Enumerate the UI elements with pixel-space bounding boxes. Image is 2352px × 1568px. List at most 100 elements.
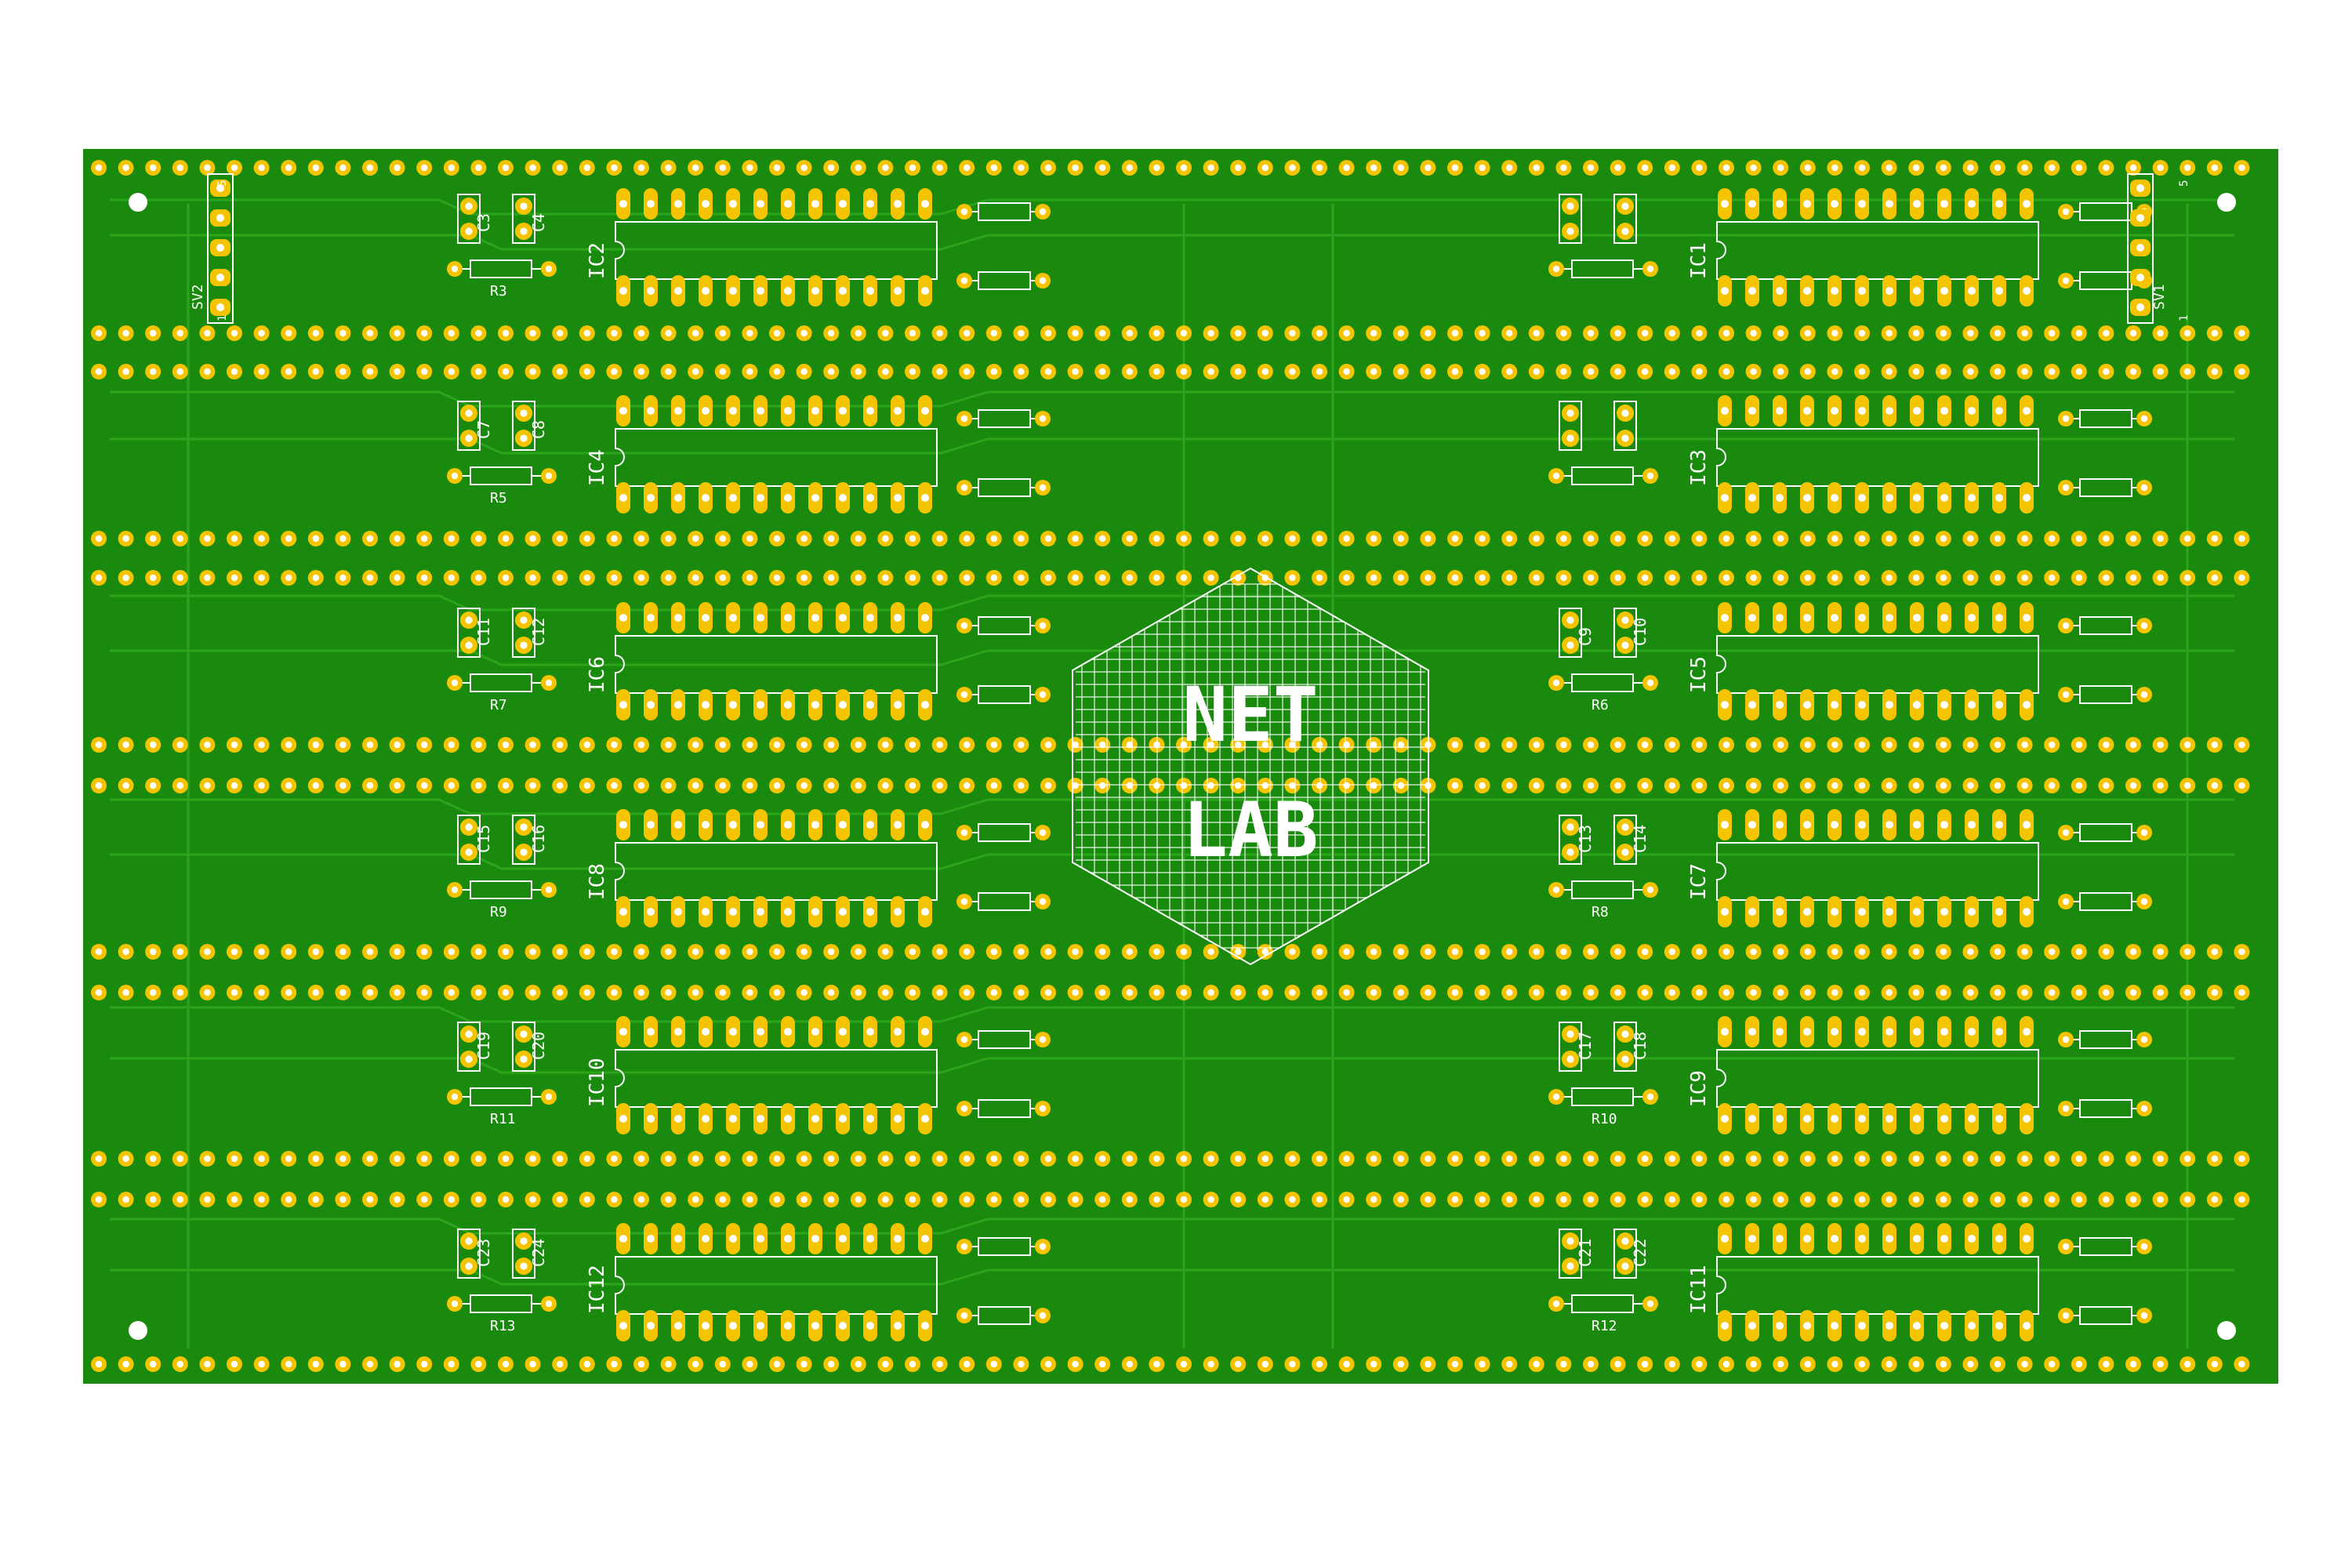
mounting-hole [2217, 1321, 2236, 1340]
ic-pin-pad [2020, 1223, 2034, 1254]
resistor-pad [2058, 1032, 2074, 1047]
pad-hole [1126, 989, 1134, 996]
pad-hole [312, 782, 319, 789]
header-pad [199, 364, 216, 379]
pad-hole [1552, 265, 1560, 273]
pad-hole [1397, 1196, 1405, 1203]
pad-hole [95, 164, 103, 172]
pad-hole [1967, 1155, 1974, 1163]
header-pad [1366, 985, 1382, 1000]
pad-hole [1967, 782, 1974, 789]
header-pad [660, 325, 677, 341]
pin-pad-hole [702, 1028, 710, 1036]
header-pad [769, 778, 785, 793]
header-pad [389, 325, 405, 341]
pad-hole [1343, 782, 1350, 789]
pad-hole [828, 989, 835, 996]
header-pad [1773, 1192, 1789, 1207]
header-pad [660, 944, 677, 960]
header-pad [2206, 1151, 2223, 1167]
pad-hole [258, 989, 265, 996]
pad-hole [1289, 164, 1296, 172]
axial-resistor [2058, 478, 2152, 497]
header-pad [362, 531, 378, 546]
capacitor: C19 [457, 1022, 493, 1072]
ic-pin-pad [891, 1310, 905, 1341]
header-pad [307, 325, 324, 341]
header-pad [2152, 1192, 2169, 1207]
pad-hole [990, 164, 998, 172]
ic-pin-pad [1992, 1016, 2006, 1047]
ic-ref-label: IC11 [1687, 1265, 1711, 1314]
pad-hole [448, 1360, 455, 1368]
pad-hole [2021, 1196, 2028, 1203]
pad-hole [1750, 574, 1757, 582]
resistor-body [470, 1087, 532, 1106]
resistor-pad [1035, 687, 1051, 702]
pad-hole [1370, 574, 1377, 582]
pin-pad-hole [1858, 1028, 1866, 1036]
pin-pad-hole [674, 494, 682, 502]
pin-pad-hole [1748, 908, 1756, 916]
pad-hole [1940, 164, 1947, 172]
header-pad [931, 985, 948, 1000]
capacitor-outline [1559, 608, 1582, 658]
pad-hole [545, 265, 553, 273]
header-pad [2152, 778, 2169, 793]
pad-hole [1533, 164, 1541, 172]
pad-hole [1018, 989, 1025, 996]
pad-hole [1777, 948, 1784, 956]
pad-hole [800, 574, 808, 582]
ic-pin-pad [1773, 1310, 1787, 1341]
ic-pin-pad [781, 188, 795, 220]
header-pad [1176, 985, 1192, 1000]
pad-hole [394, 1155, 401, 1163]
header-pad [1990, 364, 2005, 379]
header-pad [742, 570, 758, 586]
header-pad [1962, 944, 1979, 960]
pin-pad-hole [1968, 1028, 1976, 1036]
header-pad [1149, 1151, 1165, 1167]
header-pad [1719, 985, 1734, 1000]
pad-hole [1343, 1155, 1350, 1163]
ic-pin-pad [781, 896, 795, 927]
pad-hole [1560, 782, 1567, 789]
pad-hole [1614, 1360, 1621, 1368]
pad-hole [1451, 535, 1459, 543]
header-pad [2152, 364, 2169, 379]
ic-pin-pad [699, 395, 713, 426]
pad-hole [1560, 574, 1567, 582]
pad-hole [936, 741, 943, 749]
header-pad [1121, 1192, 1138, 1207]
pad-hole [960, 829, 968, 837]
pad-hole [1552, 1093, 1560, 1101]
header-pad [1474, 1151, 1490, 1167]
header-pad [1962, 160, 1979, 176]
pad-hole [394, 989, 401, 996]
header-pad [1935, 570, 1951, 586]
header-pad [2071, 737, 2087, 753]
pin-pad-hole [1995, 1235, 2003, 1243]
pad-hole [1039, 484, 1047, 492]
pad-hole [665, 948, 672, 956]
pin-pad-hole [1803, 407, 1811, 415]
pad-hole [258, 368, 265, 376]
pin-pad-hole [921, 908, 929, 916]
ic-outline [1716, 842, 2039, 901]
ic-pin-pad [1718, 1310, 1732, 1341]
pad-hole [1696, 1196, 1703, 1203]
header-pad [1257, 1192, 1273, 1207]
header-pad [688, 160, 704, 176]
header-pad [1664, 1151, 1680, 1167]
header-pad [443, 1192, 459, 1207]
resistor-body [2079, 685, 2132, 704]
capacitor-outline [1613, 815, 1637, 865]
pad-hole [1750, 329, 1757, 337]
header-pad [1990, 778, 2005, 793]
header-pad [416, 364, 433, 379]
resistor-body [978, 892, 1031, 911]
header-pad [2206, 985, 2223, 1000]
pad-hole [1370, 535, 1377, 543]
header-pad [2044, 364, 2060, 379]
